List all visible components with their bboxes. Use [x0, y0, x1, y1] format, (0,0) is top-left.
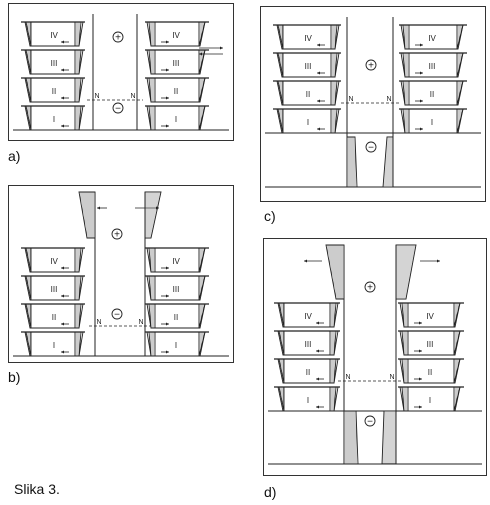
- storey-label-right: III: [427, 340, 434, 349]
- tension-sign: [112, 102, 124, 114]
- figure-caption: Slika 3.: [14, 481, 60, 497]
- shaft-stress-right: [396, 245, 416, 299]
- compression-sign: [365, 59, 377, 71]
- storey-label-left: II: [52, 87, 56, 96]
- storey-label-left: IV: [304, 312, 312, 321]
- shaft-stress-right: [145, 192, 161, 238]
- storey-label-right: III: [173, 59, 180, 68]
- panel-c-label: c): [264, 208, 276, 224]
- svg-text:−: −: [115, 104, 121, 115]
- storey-label-right: III: [173, 285, 180, 294]
- storey-label-left: II: [52, 313, 56, 322]
- neutral-axis-label-right: N: [386, 96, 391, 103]
- compression-sign: [364, 281, 376, 293]
- svg-text:−: −: [114, 310, 120, 321]
- panel-b-label: b): [8, 369, 21, 385]
- neutral-axis-label-right: N: [138, 319, 143, 326]
- svg-text:−: −: [368, 143, 374, 154]
- storey-label-right: IV: [426, 312, 434, 321]
- storey-label-left: I: [307, 396, 309, 405]
- storey-label-right: I: [175, 115, 177, 124]
- compression-sign: [111, 228, 123, 240]
- foundation-stress-right: [382, 411, 396, 464]
- tension-sign: [364, 415, 376, 427]
- storey-label-left: III: [305, 62, 312, 71]
- storey-label-right: II: [174, 87, 178, 96]
- storey-label-left: I: [307, 118, 309, 127]
- compression-sign: [112, 31, 124, 43]
- storey-label-right: II: [174, 313, 178, 322]
- shaft-stress-left: [79, 192, 95, 238]
- svg-text:−: −: [367, 417, 373, 428]
- storey-label-right: IV: [172, 257, 180, 266]
- storey-label-right: IV: [172, 31, 180, 40]
- neutral-axis-label-left: N: [94, 93, 99, 100]
- storey-label-right: I: [429, 396, 431, 405]
- neutral-axis-label-right: N: [389, 374, 394, 381]
- shaft-stress-left: [326, 245, 344, 299]
- storey-label-right: I: [175, 341, 177, 350]
- neutral-axis-label-left: N: [348, 96, 353, 103]
- tension-sign: [365, 141, 377, 153]
- storey-label-left: II: [306, 368, 310, 377]
- svg-text:+: +: [368, 61, 374, 72]
- svg-text:+: +: [367, 283, 373, 294]
- storey-label-right: I: [431, 118, 433, 127]
- panel-d-label: d): [264, 484, 277, 500]
- storey-label-left: III: [51, 59, 58, 68]
- storey-label-right: IV: [428, 34, 436, 43]
- storey-label-right: II: [428, 368, 432, 377]
- storey-label-left: II: [306, 90, 310, 99]
- foundation-stress-right: [383, 137, 393, 187]
- storey-label-left: III: [51, 285, 58, 294]
- tension-sign: [111, 308, 123, 320]
- storey-label-left: IV: [50, 31, 58, 40]
- neutral-axis-label-right: N: [130, 93, 135, 100]
- neutral-axis-label-left: N: [345, 374, 350, 381]
- storey-label-left: IV: [50, 257, 58, 266]
- storey-label-left: III: [305, 340, 312, 349]
- storey-label-right: II: [430, 90, 434, 99]
- panel-a-label: a): [8, 148, 21, 164]
- storey-label-left: IV: [304, 34, 312, 43]
- neutral-axis-label-left: N: [96, 319, 101, 326]
- storey-label-left: I: [53, 341, 55, 350]
- storey-label-left: I: [53, 115, 55, 124]
- svg-text:+: +: [114, 230, 120, 241]
- storey-label-right: III: [429, 62, 436, 71]
- svg-text:+: +: [115, 33, 121, 44]
